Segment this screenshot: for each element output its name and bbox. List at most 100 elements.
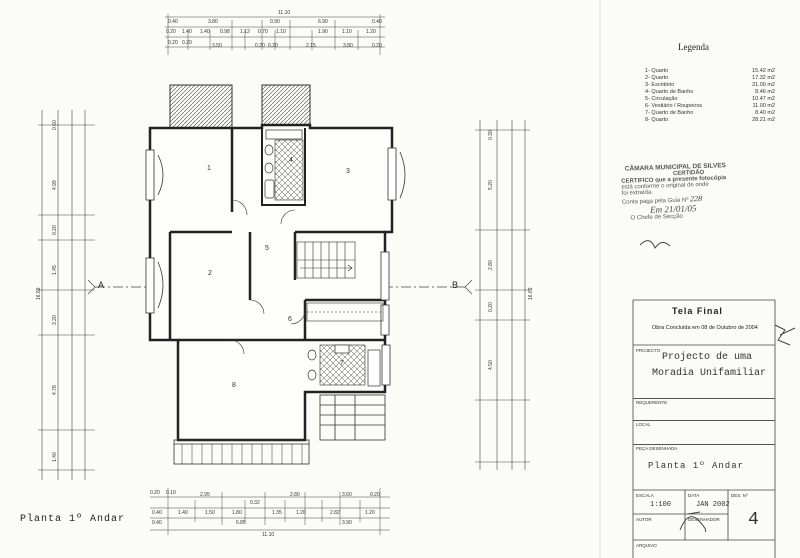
peca-value: Planta 1º Andar <box>648 461 745 471</box>
data-value: JAN 2002 <box>696 501 730 509</box>
room-number-4: 4 <box>289 157 293 164</box>
dim-bottom-r2-6: 2.82 <box>330 510 340 516</box>
bottom-terrace <box>173 394 386 465</box>
label-data: DATA <box>688 493 700 498</box>
dim-top-r2-2: 1.40 <box>200 29 210 35</box>
dim-top-r2-1: 1.40 <box>182 29 192 35</box>
dim-bottom-r2-3: 1.80 <box>232 510 242 516</box>
label-arquivo: ARQUIVO <box>636 543 657 548</box>
dim-top-r2-7: 1.90 <box>318 29 328 35</box>
dim-bottom-r2-4: 1.35 <box>272 510 282 516</box>
label-autor: AUTOR <box>636 517 652 522</box>
dim-bottom-r2-7: 1.20 <box>365 510 375 516</box>
dim-top-r2-0: 0.20 <box>166 29 176 35</box>
divider <box>633 444 775 445</box>
top-dimension-lines <box>165 14 385 55</box>
label-projecto: PROJECTO <box>636 348 661 353</box>
dim-top-r1-4: 0.40 <box>372 19 382 25</box>
bathroom-tiles <box>274 139 366 386</box>
dim-bottom-total: 11.10 <box>262 532 275 538</box>
dim-top-r3-4: 0.20 <box>268 43 278 49</box>
dim-bottom-r1-2: 2.95 <box>200 492 210 498</box>
dim-bottom-r3-0: 0.40 <box>152 520 162 526</box>
dim-top-r3-1: 0.20 <box>182 40 192 46</box>
escala-value: 1:100 <box>650 501 672 509</box>
legend-title: Legenda <box>678 42 709 52</box>
label-local: LOCAL <box>636 422 651 427</box>
dim-right-total: 16.69 <box>528 287 534 300</box>
dim-left-1: 4.99 <box>52 180 58 190</box>
dim-top-r2-4: 1.12 <box>240 29 250 35</box>
des-value: 4 <box>748 510 759 530</box>
dim-left-5: 4.78 <box>52 385 58 395</box>
dim-top-r3-2: 3.50 <box>212 43 222 49</box>
dim-bottom-r3-2: 3.90 <box>342 520 352 526</box>
dim-bottom-r2-1: 1.40 <box>178 510 188 516</box>
projecto-line1: Projecto de uma <box>662 352 753 363</box>
dim-bottom-r2-5: 1.20 <box>296 510 306 516</box>
dim-right-0: 0.30 <box>488 130 494 140</box>
dim-bottom-r2-2: 1.50 <box>205 510 215 516</box>
room-number-6: 6 <box>288 316 292 323</box>
left-dimension-lines <box>38 110 95 480</box>
room-number-5: 5 <box>265 245 269 252</box>
section-mark-b: B <box>452 280 459 290</box>
roof-terrace <box>169 84 311 129</box>
dim-bottom-r1-5: 3.60 <box>342 492 352 498</box>
signatures <box>639 240 796 533</box>
divider <box>633 398 775 399</box>
divider <box>633 420 775 421</box>
room-number-8: 8 <box>232 382 236 389</box>
dim-left-2: 0.20 <box>52 225 58 235</box>
dim-bottom-r1-3: 0.32 <box>250 500 260 506</box>
projecto-line2: Moradia Unifamiliar <box>652 368 767 379</box>
dim-bottom-r1-1: 0.10 <box>166 490 176 496</box>
dim-left-3: 1.45 <box>52 265 58 275</box>
bottom-dimension-lines <box>150 488 390 535</box>
dim-top-r2-6: 1.10 <box>276 29 286 35</box>
label-escala: ESCALA <box>636 493 654 498</box>
dim-right-1: 5.20 <box>488 180 494 190</box>
stamp-guia-number: 228 <box>689 193 703 204</box>
room-number-2: 2 <box>208 270 212 277</box>
dim-top-r3-7: 0.20 <box>372 43 382 49</box>
dim-top-r1-0: 0.40 <box>168 19 178 25</box>
dim-top-r2-3: 0.98 <box>220 29 230 35</box>
dim-left-6: 1.40 <box>52 452 58 462</box>
dim-bottom-r2-0: 0.40 <box>152 510 162 516</box>
dim-left-total: 16.69 <box>36 287 42 300</box>
wardrobe <box>306 302 384 322</box>
staircase <box>296 241 356 279</box>
dim-top-r3-3: 0.20 <box>255 43 265 49</box>
title-obra: Obra Concluída em 08 de Outubro de 2004 <box>652 325 758 331</box>
windows <box>145 147 406 386</box>
label-requerente: REQUERENTE <box>636 400 668 405</box>
room-number-3: 3 <box>346 168 350 175</box>
section-mark-a: A <box>98 280 105 290</box>
title-block-frame <box>632 299 776 558</box>
dim-top-r2-5: 0.70 <box>258 29 268 35</box>
doors <box>229 199 306 355</box>
dim-top-r3-0: 0.20 <box>168 40 178 46</box>
dim-top-r1-2: 0.90 <box>270 19 280 25</box>
dim-top-r3-6: 3.80 <box>343 43 353 49</box>
dim-right-4: 4.50 <box>488 360 494 370</box>
label-desenhador: DESENHADOR <box>688 517 720 522</box>
dim-right-2: 2.80 <box>488 260 494 270</box>
label-peca: PEÇA DESENHADA <box>636 446 678 451</box>
dim-top-r3-5: 2.15 <box>306 43 316 49</box>
dim-bottom-r1-6: 0.20 <box>370 492 380 498</box>
dim-bottom-r1-0: 0.20 <box>150 490 160 496</box>
dim-top-r2-8: 1.10 <box>342 29 352 35</box>
certification-stamp: CÂMARA MUNICIPAL DE SILVES CERTIDÃO CERT… <box>621 160 784 246</box>
